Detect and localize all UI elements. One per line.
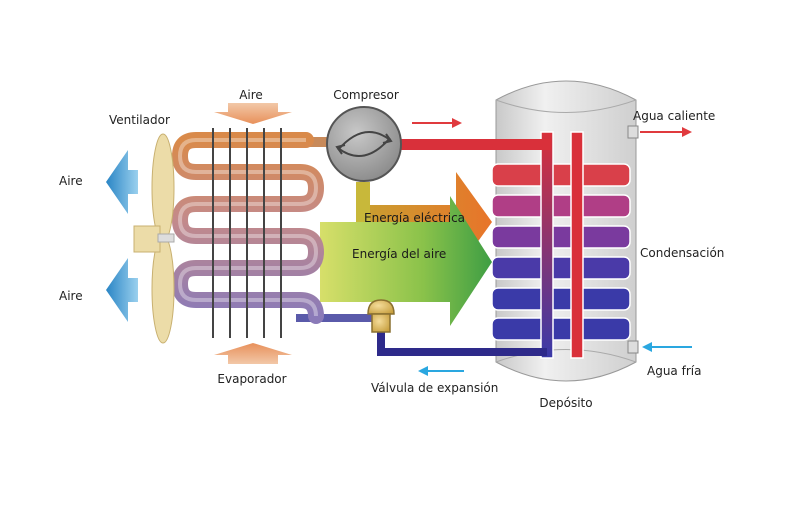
expansion-valve xyxy=(367,299,395,333)
condenser-coil xyxy=(491,163,631,341)
hot-water-nozzle xyxy=(627,125,639,139)
label-electric-energy: Energía eléctrica xyxy=(364,211,466,225)
evaporator-coil xyxy=(171,128,325,338)
cold-water-arrow xyxy=(642,342,692,352)
label-cold-water: Agua fría xyxy=(647,364,702,378)
label-condensation: Condensación xyxy=(640,246,725,260)
label-expansion-valve: Válvula de expansión xyxy=(371,381,499,395)
tank-pipe-left xyxy=(540,131,554,359)
tank-pipe-right xyxy=(570,131,584,359)
air-energy-arrow xyxy=(320,196,492,326)
label-air-left-bottom: Aire xyxy=(59,289,83,303)
label-fan: Ventilador xyxy=(109,113,170,127)
label-air-top: Aire xyxy=(239,88,263,102)
label-air-left-top: Aire xyxy=(59,174,83,188)
label-hot-water: Agua caliente xyxy=(633,109,716,123)
cold-water-nozzle xyxy=(627,340,639,354)
expansion-flow-arrow xyxy=(418,366,464,376)
return-pipe xyxy=(377,326,547,356)
air-in-arrow-top xyxy=(214,103,292,124)
air-in-arrow-bottom xyxy=(214,343,292,364)
label-tank: Depósito xyxy=(539,396,593,410)
hot-water-arrow xyxy=(640,127,692,137)
hot-flow-arrow xyxy=(412,118,462,128)
label-air-energy: Energía del aire xyxy=(352,247,447,261)
air-out-arrow-top xyxy=(106,150,138,214)
fan xyxy=(133,133,175,344)
hot-pipe xyxy=(400,139,551,150)
compressor xyxy=(326,106,402,182)
compressor-stem xyxy=(356,182,370,222)
label-compressor: Compresor xyxy=(333,88,399,102)
air-out-arrow-bottom xyxy=(106,258,138,322)
label-evaporator: Evaporador xyxy=(217,372,287,386)
